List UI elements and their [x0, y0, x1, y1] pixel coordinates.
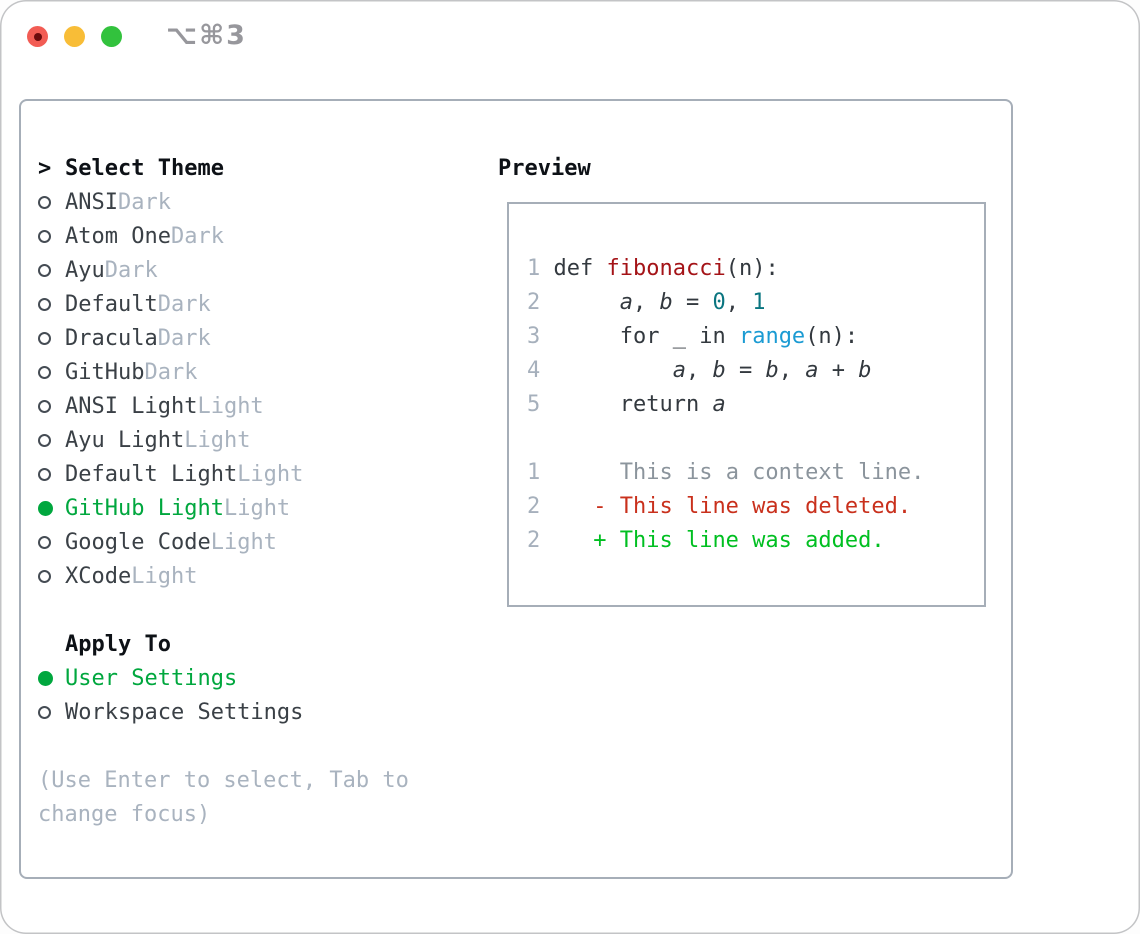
radio-selected-icon [38, 670, 65, 686]
radio-icon [38, 297, 65, 311]
theme-variant-tag: Light [237, 461, 304, 487]
radio-icon [38, 535, 65, 549]
theme-option[interactable]: Default Light Light [38, 457, 409, 491]
preview-code: 1 def fibonacci(n): 2 a, b = 0, 1 3 for … [527, 256, 925, 553]
theme-variant-tag: Dark [157, 291, 211, 317]
radio-icon [38, 399, 65, 413]
apply-to-title: Apply To [65, 631, 171, 657]
radio-icon [38, 263, 65, 277]
select-theme-heading: > Select Theme [38, 151, 409, 185]
option-label: GitHub [65, 359, 145, 385]
option-label: Default Light [65, 461, 238, 487]
radio-icon [38, 195, 65, 209]
select-theme-title: Select Theme [65, 155, 224, 181]
apply-to-option[interactable]: User Settings [38, 661, 409, 695]
option-label: ANSI [65, 189, 118, 215]
help-footer-line1: (Use Enter to select, Tab to [38, 767, 409, 793]
theme-variant-tag: Dark [144, 359, 198, 385]
preview-heading: Preview [498, 151, 591, 185]
theme-option[interactable]: Google Code Light [38, 525, 409, 559]
option-label: GitHub Light [65, 495, 224, 521]
theme-variant-tag: Light [184, 427, 251, 453]
theme-option[interactable]: ANSI Dark [38, 185, 409, 219]
help-footer-line2: change focus) [38, 801, 211, 827]
preview-box: 1 def fibonacci(n): 2 a, b = 0, 1 3 for … [507, 202, 986, 607]
theme-variant-tag: Light [197, 393, 264, 419]
theme-option[interactable]: GitHub Light Light [38, 491, 409, 525]
theme-variant-tag: Dark [117, 189, 171, 215]
option-label: Dracula [65, 325, 158, 351]
option-label: XCode [65, 563, 132, 589]
radio-selected-icon [38, 500, 65, 516]
theme-variant-tag: Light [131, 563, 198, 589]
radio-icon [38, 705, 65, 719]
close-button[interactable] [27, 26, 48, 47]
minimize-button[interactable] [64, 26, 85, 47]
theme-option[interactable]: Ayu Light Light [38, 423, 409, 457]
window-title: ⌥⌘3 [166, 20, 247, 51]
radio-icon [38, 433, 65, 447]
theme-option[interactable]: Dracula Dark [38, 321, 409, 355]
maximize-button[interactable] [101, 26, 122, 47]
close-button-dot-icon [33, 32, 42, 41]
radio-icon [38, 331, 65, 345]
theme-option[interactable]: Ayu Dark [38, 253, 409, 287]
theme-variant-tag: Light [223, 495, 291, 521]
theme-variant-tag: Light [210, 529, 277, 555]
theme-option[interactable]: Atom One Dark [38, 219, 409, 253]
radio-icon [38, 569, 65, 583]
option-label: User Settings [65, 665, 238, 691]
prompt-caret: > [38, 155, 52, 181]
spacer [38, 593, 409, 627]
spacer [38, 729, 409, 763]
theme-option[interactable]: GitHub Dark [38, 355, 409, 389]
option-label: ANSI Light [65, 393, 198, 419]
radio-icon [38, 365, 65, 379]
theme-option[interactable]: XCode Light [38, 559, 409, 593]
radio-icon [38, 229, 65, 243]
theme-variant-tag: Dark [170, 223, 224, 249]
radio-icon [38, 467, 65, 481]
option-label: Ayu [65, 257, 105, 283]
theme-option[interactable]: ANSI Light Light [38, 389, 409, 423]
option-label: Ayu Light [65, 427, 185, 453]
option-label: Workspace Settings [65, 699, 304, 725]
theme-option[interactable]: Default Dark [38, 287, 409, 321]
apply-to-option[interactable]: Workspace Settings [38, 695, 409, 729]
theme-variant-tag: Dark [104, 257, 158, 283]
theme-variant-tag: Dark [157, 325, 211, 351]
option-label: Atom One [65, 223, 171, 249]
option-label: Google Code [65, 529, 211, 555]
option-label: Default [65, 291, 158, 317]
apply-to-heading: Apply To [38, 627, 409, 661]
preview-title: Preview [498, 155, 591, 181]
